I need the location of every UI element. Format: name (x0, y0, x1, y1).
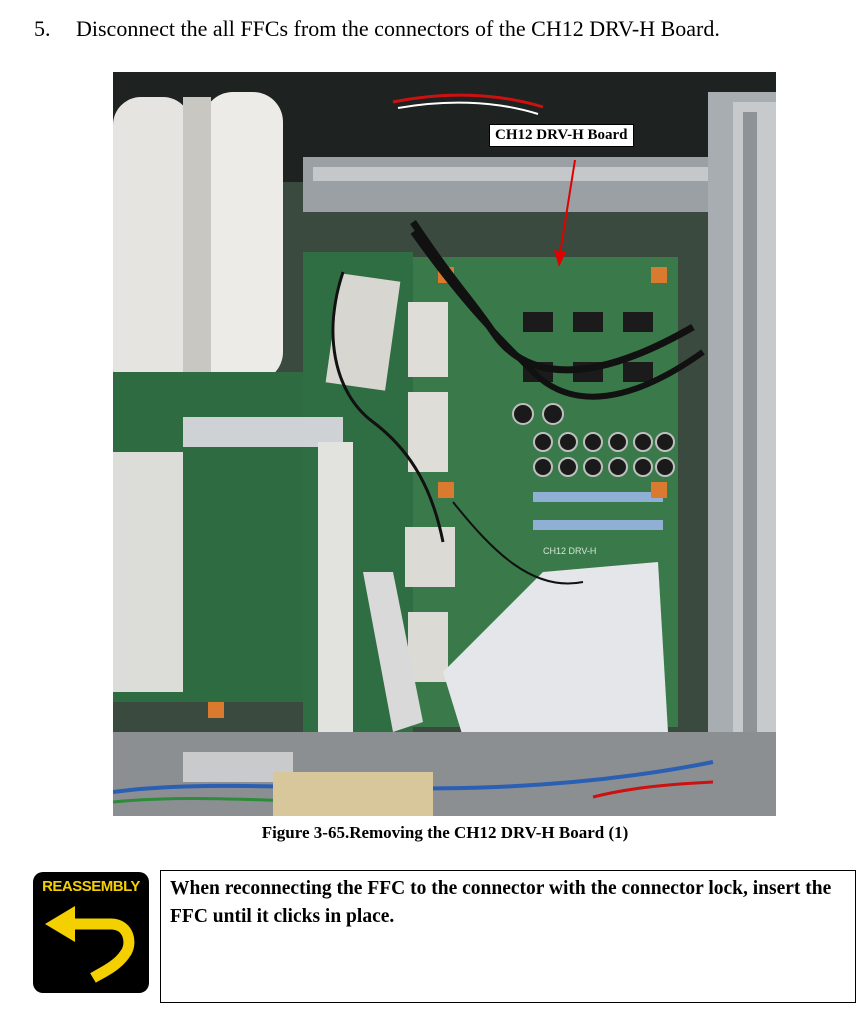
reassembly-icon: REASSEMBLY (33, 872, 149, 993)
board-photo: CH12 DRV-H (113, 72, 776, 816)
figure-caption: Figure 3-65.Removing the CH12 DRV-H Boar… (0, 823, 866, 843)
callout-arrow (559, 159, 576, 255)
reassembly-icon-label: REASSEMBLY (42, 878, 140, 895)
step-instruction: 5. Disconnect the all FFCs from the conn… (34, 16, 720, 42)
board-silkscreen-text: CH12 DRV-H (543, 546, 596, 556)
step-text: Disconnect the all FFCs from the connect… (76, 16, 720, 41)
step-number: 5. (34, 16, 51, 41)
board-callout-label: CH12 DRV-H Board (489, 124, 634, 147)
reassembly-note: When reconnecting the FFC to the connect… (160, 870, 856, 1003)
figure-caption-text: Figure 3-65.Removing the CH12 DRV-H Boar… (261, 823, 629, 842)
curved-arrow-icon (45, 906, 135, 983)
